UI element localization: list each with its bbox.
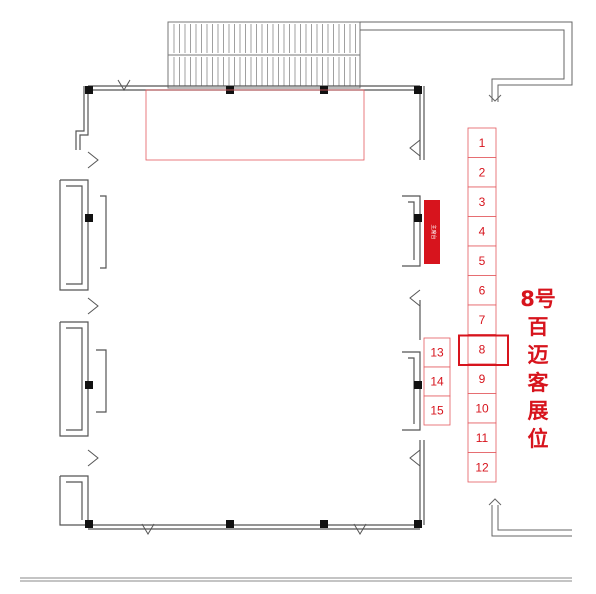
callout-line: 位 [528,427,549,451]
booth-number: 12 [475,460,489,474]
booth-number: 5 [479,254,486,268]
booth-6[interactable]: 6 [467,275,497,306]
columns [85,86,422,528]
booth-9[interactable]: 9 [467,363,497,394]
booth-box [467,304,497,335]
booth-number: 3 [479,195,486,209]
booth-2[interactable]: 2 [467,157,497,188]
booth-number: 9 [479,372,486,386]
booth-number: 14 [430,375,444,389]
bottom-rule [20,577,572,582]
callout-line: 客 [528,371,550,395]
booth-number: 11 [476,431,489,445]
booth-box [467,245,497,276]
door-marks [87,79,421,535]
booth-number: 15 [430,404,444,418]
booth-box [467,334,497,365]
booth-number: 13 [430,346,444,360]
callout-line: 百 [528,315,549,339]
callout-line: 8号 [520,287,556,311]
booth-box [467,422,497,453]
booth-10[interactable]: 10 [467,393,497,424]
callout-line: 展 [528,399,549,423]
booth-8[interactable]: 8 [467,334,497,365]
booth-number: 6 [479,283,486,297]
booth-4[interactable]: 4 [467,216,497,247]
booth-number: 1 [479,136,486,150]
booth-box [467,186,497,217]
booth-box [467,275,497,306]
booth-11[interactable]: 11 [467,422,497,453]
booth-box [467,216,497,247]
booth-box [423,395,451,426]
hall-walls [59,85,425,530]
booth-box [467,157,497,188]
booth-box [467,127,497,158]
stage-area [145,89,365,161]
booth-number: 8 [479,342,486,356]
booth-number: 4 [479,224,486,238]
booth-box [423,366,451,397]
booth-number: 7 [479,313,486,327]
booth-column-left: 13 14 15 [423,337,451,426]
presidium-label: 主席台 [430,224,437,239]
booth-box [467,393,497,424]
staircase [167,21,361,89]
booth-13[interactable]: 13 [423,337,451,368]
booth-14[interactable]: 14 [423,366,451,397]
booth-box [423,337,451,368]
booth-number: 2 [479,165,486,179]
booth-12[interactable]: 12 [467,452,497,483]
presidium-stage: 主席台 [424,200,440,264]
booth-7[interactable]: 7 [467,304,497,335]
booth-box [467,452,497,483]
corridor-outline [360,21,573,537]
highlight-frame [458,334,509,366]
booth-number: 10 [475,401,489,415]
booth-1[interactable]: 1 [467,127,497,158]
booth-box [467,363,497,394]
callout-line: 迈 [528,343,549,367]
booth-5[interactable]: 5 [467,245,497,276]
booth-15[interactable]: 15 [423,395,451,426]
booth-3[interactable]: 3 [467,186,497,217]
